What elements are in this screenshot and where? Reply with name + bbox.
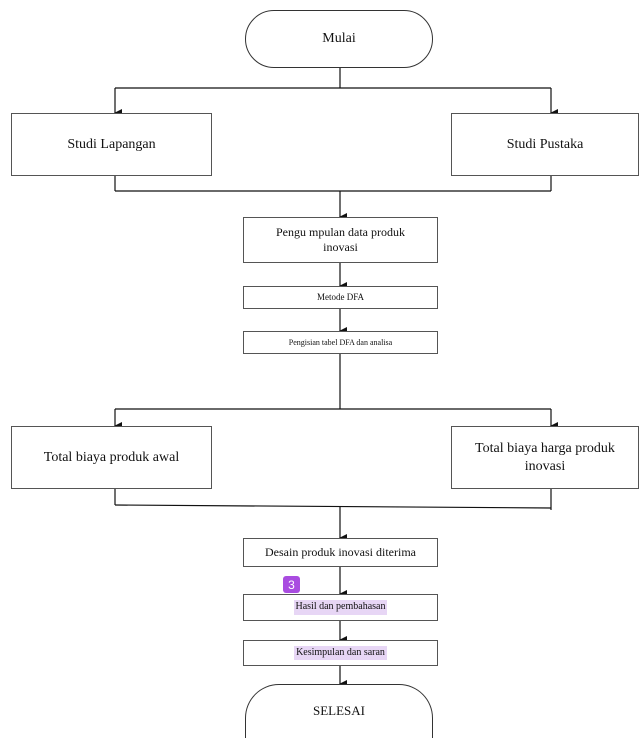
start-label: Mulai xyxy=(322,31,356,47)
literature-study-box: Studi Pustaka xyxy=(451,113,639,176)
conclusion-label: Kesimpulan dan saran xyxy=(294,645,387,661)
initial-cost-box: Total biaya produk awal xyxy=(11,426,212,489)
data-collection-box: Pengu mpulan data produk inovasi xyxy=(243,217,438,263)
annotation-badge[interactable]: 3 xyxy=(283,576,300,593)
data-collection-label: Pengu mpulan data produk inovasi xyxy=(276,225,405,254)
dfa-table-label: Pengisian tabel DFA dan analisa xyxy=(288,337,393,347)
innovation-cost-box: Total biaya harga produk inovasi xyxy=(451,426,639,489)
initial-cost-label: Total biaya produk awal xyxy=(43,449,180,465)
results-box: Hasil dan pembahasan xyxy=(243,594,438,621)
field-study-box: Studi Lapangan xyxy=(11,113,212,176)
dfa-table-box: Pengisian tabel DFA dan analisa xyxy=(243,331,438,354)
design-accepted-box: Desain produk inovasi diterima xyxy=(243,538,438,567)
conclusion-box: Kesimpulan dan saran xyxy=(243,640,438,666)
design-accepted-label: Desain produk inovasi diterima xyxy=(265,545,416,559)
end-terminal: SELESAI xyxy=(245,684,433,738)
dfa-method-box: Metode DFA xyxy=(243,286,438,309)
start-terminal: Mulai xyxy=(245,10,433,68)
field-study-label: Studi Lapangan xyxy=(67,136,156,152)
literature-study-label: Studi Pustaka xyxy=(506,136,584,152)
end-label: SELESAI xyxy=(313,703,365,719)
dfa-method-label: Metode DFA xyxy=(316,291,365,302)
innovation-cost-label: Total biaya harga produk inovasi xyxy=(475,441,615,474)
results-label: Hasil dan pembahasan xyxy=(293,600,388,615)
